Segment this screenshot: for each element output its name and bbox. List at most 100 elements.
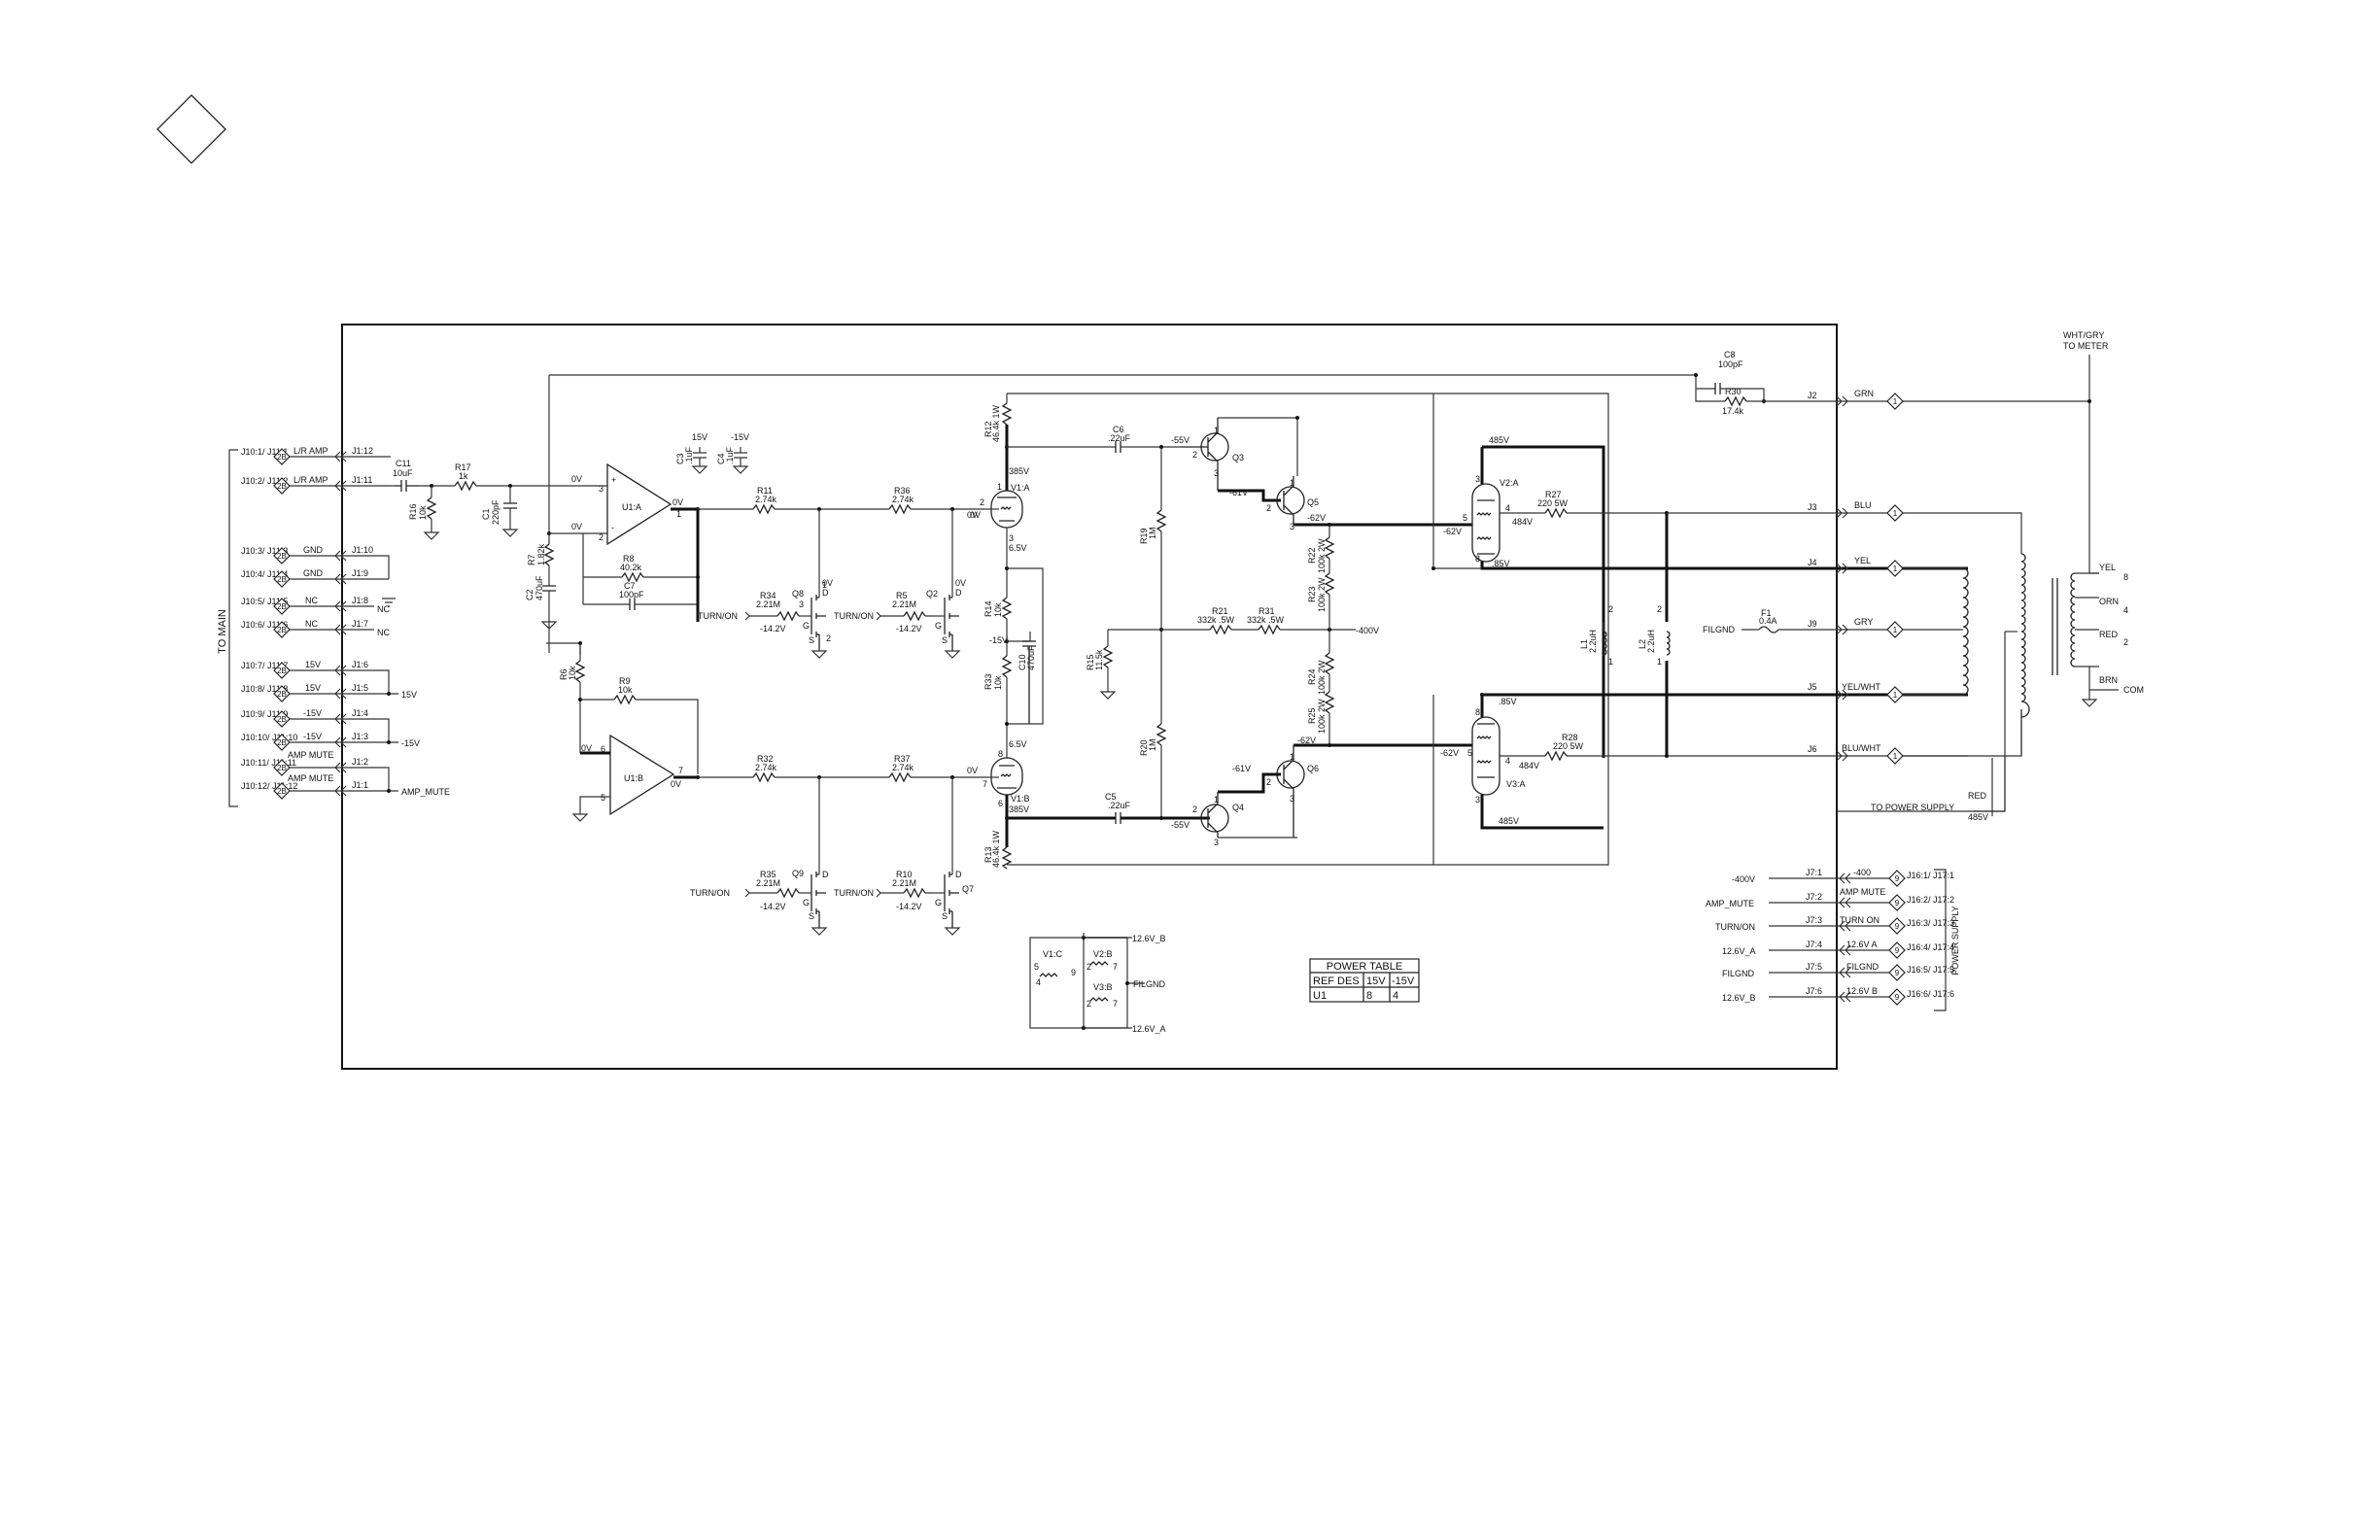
svg-text:1: 1: [822, 580, 827, 590]
svg-text:2B: 2B: [277, 575, 287, 584]
power-conn-3: TURN/ON J7:3 TURN ON 9 J16:3/ J17:3: [1715, 915, 1954, 935]
r32-value: 2.74k: [755, 763, 777, 772]
svg-text:-15V: -15V: [401, 738, 420, 748]
r25-label: R25: [1307, 707, 1317, 724]
svg-text:J2: J2: [1808, 391, 1817, 400]
r20-value: 1M: [1148, 738, 1157, 751]
svg-text:Q8: Q8: [792, 589, 804, 599]
c1-label: C1: [481, 508, 491, 520]
svg-text:6: 6: [998, 799, 1003, 808]
svg-text:1: 1: [1290, 478, 1294, 488]
r32-label: R32: [757, 754, 774, 764]
svg-text:2B: 2B: [277, 690, 287, 699]
l2-label: L2: [1638, 639, 1647, 649]
svg-text:4: 4: [1393, 990, 1398, 1002]
svg-text:YEL: YEL: [2099, 563, 2116, 572]
svg-text:2B: 2B: [277, 453, 287, 462]
svg-text:TURN ON: TURN ON: [1840, 915, 1880, 925]
svg-text:S: S: [942, 911, 948, 921]
svg-text:5: 5: [1463, 513, 1467, 523]
svg-text:BRN: BRN: [2099, 675, 2118, 685]
svg-text:D: D: [822, 588, 829, 598]
r36-label: R36: [894, 486, 911, 496]
svg-text:-14.2V: -14.2V: [760, 902, 786, 911]
c10-value: 470uF: [1026, 645, 1036, 670]
svg-text:3: 3: [599, 484, 604, 494]
svg-text:-15V: -15V: [1392, 975, 1415, 987]
svg-text:-55V: -55V: [1171, 435, 1190, 445]
svg-text:-15V: -15V: [989, 635, 1008, 645]
svg-text:+: +: [611, 475, 616, 485]
svg-text:J1:6: J1:6: [352, 660, 368, 669]
svg-text:6: 6: [601, 744, 605, 754]
c3-value: .1uF: [684, 446, 694, 464]
svg-text:6.5V: 6.5V: [1009, 739, 1027, 749]
svg-text:484V: 484V: [1519, 761, 1539, 770]
svg-text:-61V: -61V: [1229, 488, 1248, 497]
c4-label: C4: [716, 453, 726, 464]
svg-text:0V: 0V: [967, 510, 978, 520]
svg-text:J1:12: J1:12: [352, 446, 373, 456]
connector-j10-6: J10:6/ J11:6 2B NC J1:7 NC: [241, 619, 390, 638]
svg-text:Q2: Q2: [926, 589, 938, 599]
svg-text:7: 7: [983, 779, 987, 789]
svg-text:J1:5: J1:5: [352, 683, 368, 693]
svg-text:1: 1: [1893, 752, 1898, 761]
svg-text:12.6V_A: 12.6V_A: [1132, 1024, 1166, 1034]
svg-text:NC: NC: [305, 596, 318, 605]
r28-label: R28: [1562, 733, 1578, 742]
svg-text:2: 2: [1266, 503, 1271, 513]
svg-text:3: 3: [799, 599, 804, 609]
connector-j10-3: J10:3/ J11:3 2B GND J1:10: [241, 545, 390, 579]
svg-text:REF DES: REF DES: [1313, 975, 1360, 987]
svg-text:V3:B: V3:B: [1093, 982, 1113, 992]
svg-text:2: 2: [1657, 604, 1662, 614]
svg-text:5: 5: [601, 793, 605, 803]
r27-value: 220 5W: [1537, 498, 1569, 508]
c11-label: C11: [396, 459, 411, 468]
svg-text:2B: 2B: [277, 787, 287, 796]
q6-transistor: [1276, 760, 1305, 789]
svg-text:3: 3: [1290, 522, 1294, 531]
svg-text:J10:3/ J11:3: J10:3/ J11:3: [241, 546, 288, 556]
u1a-opamp: [606, 462, 673, 546]
svg-text:D: D: [822, 870, 829, 879]
svg-text:0V: 0V: [581, 743, 592, 753]
svg-text:2B: 2B: [277, 626, 287, 634]
svg-text:8: 8: [2123, 572, 2128, 582]
svg-text:2B: 2B: [277, 738, 287, 747]
r23-label: R23: [1307, 586, 1317, 602]
drive-stage-bottom: R32 2.74k R37 2.74k 0V 7 Q9 D G S R35 2.…: [690, 754, 988, 936]
r37-value: 2.74k: [892, 763, 914, 772]
svg-text:4: 4: [2123, 605, 2128, 615]
r21-value: 332k .5W: [1197, 615, 1235, 625]
svg-text:AMP MUTE: AMP MUTE: [288, 773, 333, 783]
svg-text:1: 1: [1214, 426, 1219, 435]
svg-text:J1:3: J1:3: [352, 732, 368, 741]
svg-text:V2:A: V2:A: [1500, 478, 1519, 488]
connector-j10-5: J10:5/ J11:5 2B NC J1:8 NC: [241, 596, 390, 615]
r15-label: R15: [1086, 654, 1095, 670]
svg-text:1: 1: [1893, 691, 1898, 700]
svg-text:G: G: [803, 621, 810, 631]
svg-text:L/R AMP: L/R AMP: [293, 475, 328, 485]
svg-text:V3:A: V3:A: [1506, 779, 1526, 789]
svg-text:5: 5: [1467, 748, 1472, 758]
l1-value: 2.2uH: [1588, 630, 1598, 653]
svg-text:0V: 0V: [571, 522, 582, 531]
r15-value: 11.5k: [1094, 649, 1104, 670]
r19-value: 1M: [1148, 527, 1157, 539]
svg-text:V2:B: V2:B: [1093, 949, 1113, 959]
svg-text:1: 1: [676, 509, 681, 519]
svg-text:J1:7: J1:7: [352, 619, 368, 629]
svg-text:2: 2: [1087, 999, 1091, 1009]
svg-text:8: 8: [1475, 707, 1480, 717]
c5-label: C5: [1105, 792, 1117, 802]
svg-text:TURN/ON: TURN/ON: [834, 888, 874, 898]
svg-text:8: 8: [1475, 554, 1480, 564]
c8-value: 100pF: [1718, 359, 1743, 369]
svg-text:12.6V B: 12.6V B: [1846, 986, 1878, 996]
svg-text:TURN/ON: TURN/ON: [690, 888, 730, 898]
bias-network: R19 1M R20 1M R15 11.5k R21 332k .5W R31…: [1086, 416, 1379, 847]
r12-label: R12: [983, 421, 993, 437]
